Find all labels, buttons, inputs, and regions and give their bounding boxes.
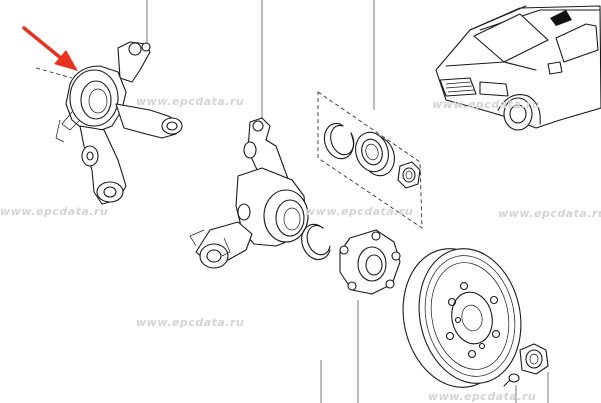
- wheel-hub: [339, 229, 401, 295]
- circlip-lower: [301, 223, 331, 261]
- red-arrow-icon: [22, 26, 78, 71]
- drum-screw: [503, 373, 520, 387]
- watermark: www.epcdata.ru: [305, 205, 414, 218]
- vehicle-thumbnail: [435, 5, 601, 131]
- leader-lines: [146, 0, 549, 403]
- steering-knuckle-center: [189, 117, 309, 269]
- hub-nut: [519, 343, 549, 375]
- watermark: www.epcdata.ru: [136, 316, 245, 329]
- bearing-kit-outline: [317, 91, 423, 229]
- bearing-nut: [397, 161, 421, 189]
- watermark: www.epcdata.ru: [428, 390, 537, 403]
- wheel-bearing: [355, 131, 395, 177]
- watermark: www.epcdata.ru: [0, 205, 109, 218]
- axis-line: [35, 67, 73, 79]
- watermark: www.epcdata.ru: [432, 98, 541, 111]
- brake-drum: [402, 248, 522, 388]
- watermark: www.epcdata.ru: [498, 207, 601, 220]
- circlip-upper: [323, 122, 355, 160]
- watermark: www.epcdata.ru: [136, 95, 245, 108]
- steering-knuckle-left: [55, 41, 183, 205]
